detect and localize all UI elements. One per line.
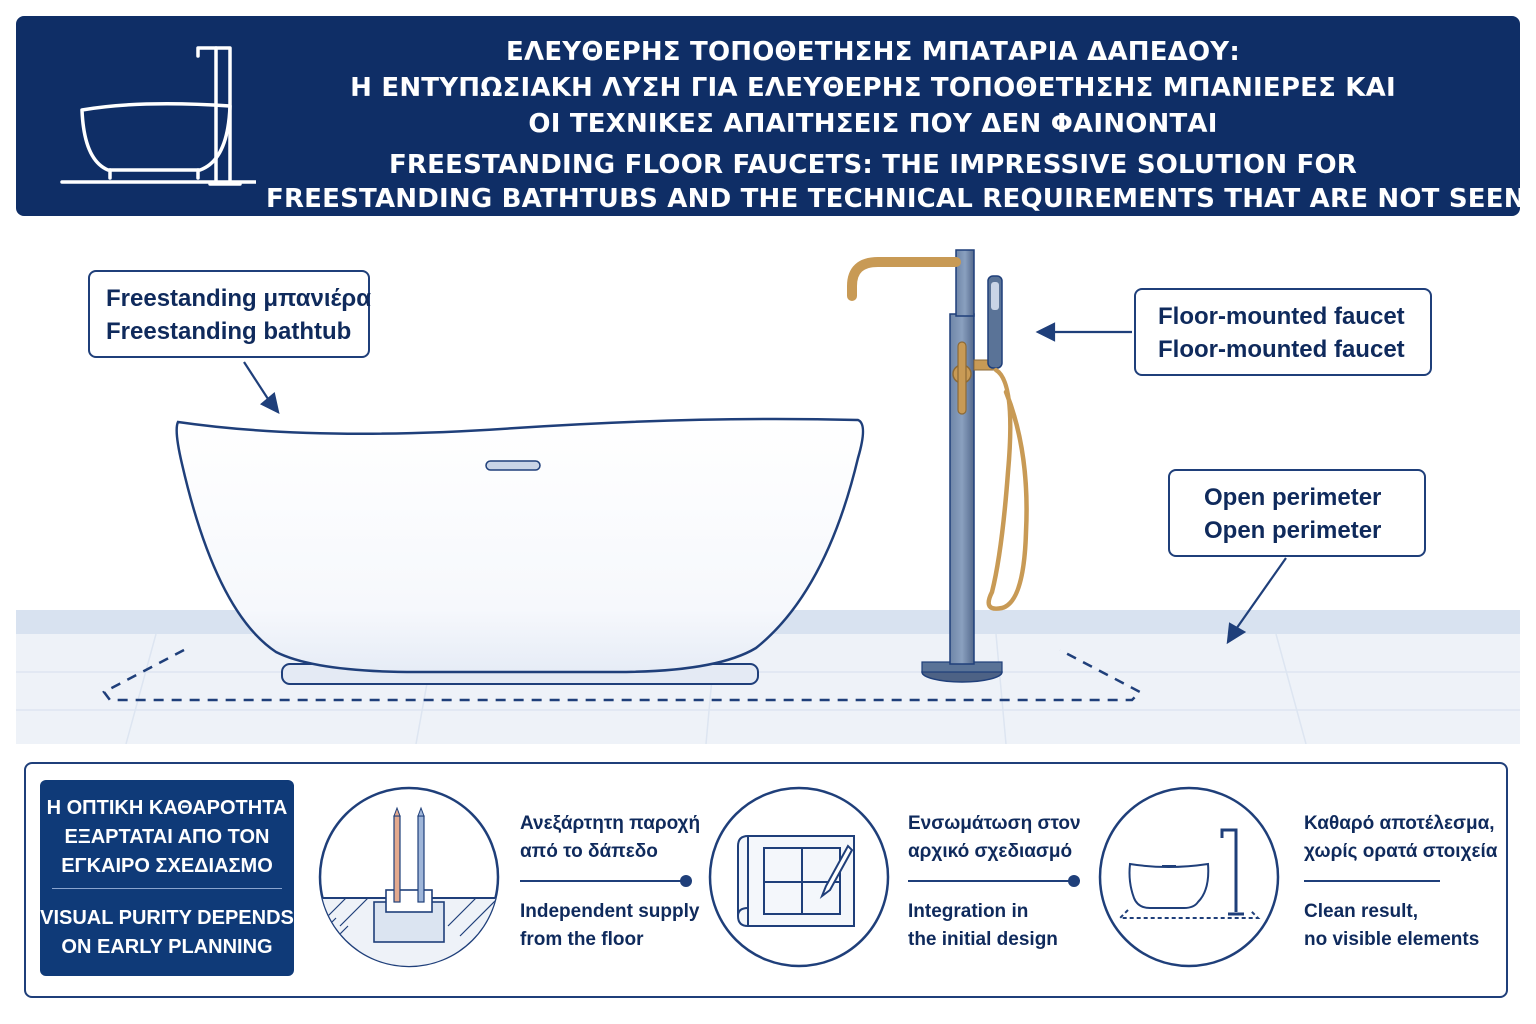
callout-text: Open perimeter — [1204, 517, 1382, 544]
step-line: Καθαρό αποτέλεσμα, — [1304, 813, 1495, 834]
step-line: Independent supply — [520, 901, 700, 922]
step-connector-dot — [1068, 875, 1080, 887]
open-perimeter-outline — [102, 648, 1143, 702]
step-line: Integration in — [908, 901, 1029, 922]
step-integration-greek: Ενσωμάτωση στον αρχικό σχεδιασμό — [908, 810, 1081, 866]
callout-text: Freestanding μπανιέρα — [106, 285, 371, 312]
blueprint-plan-icon — [708, 786, 890, 968]
scene-drawing — [16, 249, 1520, 744]
callout-arrows — [243, 322, 1287, 645]
header-banner: ΕΛΕΥΘΕΡΗΣ ΤΟΠΟΘΕΤΗΣΗΣ ΜΠΑΤΑΡΙΑ ΔΑΠΕΔΟΥ: … — [16, 16, 1526, 216]
planning-line: VISUAL PURITY DEPENDS — [40, 907, 294, 929]
scene-illustration — [16, 232, 1520, 744]
header-title: ΕΛΕΥΘΕΡΗΣ ΤΟΠΟΘΕΤΗΣΗΣ ΜΠΑΤΑΡΙΑ ΔΑΠΕΔΟΥ: … — [266, 34, 1526, 216]
callout-text: Freestanding bathtub — [106, 318, 352, 345]
step-supply-english: Independent supply from the floor — [520, 898, 699, 954]
step-connector-dot — [680, 875, 692, 887]
step-line: από το δάπεδο — [520, 841, 658, 862]
faucet-spout — [847, 257, 961, 301]
title-greek-line: ΕΛΕΥΘΕΡΗΣ ΤΟΠΟΘΕΤΗΣΗΣ ΜΠΑΤΑΡΙΑ ΔΑΠΕΔΟΥ: — [506, 37, 1240, 67]
planning-divider — [52, 888, 282, 889]
floor-supply-pipes-icon — [318, 786, 500, 968]
step-divider — [520, 880, 684, 882]
bathtub — [175, 417, 865, 674]
callout-text: Floor-mounted faucet — [1158, 303, 1405, 330]
title-english-line: FREESTANDING BATHTUBS AND THE TECHNICAL … — [266, 184, 1526, 214]
step-line: Clean result, — [1304, 901, 1419, 922]
planning-greek: Η ΟΠΤΙΚΗ ΚΑΘΑΡΟΤΗΤΑ ΕΞΑΡΤΑΤΑΙ ΑΠΟ ΤΟΝ ΕΓ… — [40, 794, 294, 881]
step-result-english: Clean result, no visible elements — [1304, 898, 1479, 954]
callout-text: Floor-mounted faucet — [1158, 336, 1405, 363]
shower-hose — [986, 367, 1029, 611]
step-divider — [908, 880, 1072, 882]
callout-bathtub: Freestanding μπανιέρα Freestanding batht… — [88, 270, 371, 358]
step-line: the initial design — [908, 929, 1058, 950]
step-line: Ανεξάρτητη παροχή — [520, 813, 701, 834]
title-greek-line: ΟΙ ΤΕΧΝΙΚΕΣ ΑΠΑΙΤΗΣΕΙΣ ΠΟΥ ΔΕΝ ΦΑΙΝΟΝΤΑΙ — [528, 109, 1218, 139]
bathtub-overflow — [485, 460, 541, 471]
step-line: from the floor — [520, 929, 644, 950]
callout-perimeter: Open perimeter Open perimeter — [1168, 469, 1426, 557]
step-line: Ενσωμάτωση στον — [908, 813, 1081, 834]
planning-line: Η ΟΠΤΙΚΗ ΚΑΘΑΡΟΤΗΤΑ — [46, 797, 288, 819]
step-divider — [1304, 880, 1440, 882]
step-integration-english: Integration in the initial design — [908, 898, 1058, 954]
step-supply-greek: Ανεξάρτητη παροχή από το δάπεδο — [520, 810, 700, 866]
title-english-line: FREESTANDING FLOOR FAUCETS: THE IMPRESSI… — [388, 150, 1358, 180]
clean-bathtub-result-icon — [1098, 786, 1280, 968]
callout-faucet: Floor-mounted faucet Floor-mounted fauce… — [1134, 288, 1432, 376]
planning-summary-box: Η ΟΠΤΙΚΗ ΚΑΘΑΡΟΤΗΤΑ ΕΞΑΡΤΑΤΑΙ ΑΠΟ ΤΟΝ ΕΓ… — [40, 780, 294, 976]
step-line: no visible elements — [1304, 929, 1480, 950]
title-greek: ΕΛΕΥΘΕΡΗΣ ΤΟΠΟΘΕΤΗΣΗΣ ΜΠΑΤΑΡΙΑ ΔΑΠΕΔΟΥ: … — [266, 34, 1480, 142]
callout-text: Open perimeter — [1204, 484, 1382, 511]
planning-line: ΕΓΚΑΙΡΟ ΣΧΕΔΙΑΣΜΟ — [61, 855, 273, 877]
step-line: αρχικό σχεδιασμό — [908, 841, 1073, 862]
title-english: FREESTANDING FLOOR FAUCETS: THE IMPRESSI… — [266, 148, 1526, 216]
floor — [16, 634, 1520, 744]
planning-line: ON EARLY PLANNING — [61, 936, 273, 958]
step-result-greek: Καθαρό αποτέλεσμα, χωρίς ορατά στοιχεία — [1304, 810, 1497, 866]
planning-english: VISUAL PURITY DEPENDS ON EARLY PLANNING — [40, 904, 294, 962]
planning-line: ΕΞΑΡΤΑΤΑΙ ΑΠΟ ΤΟΝ — [64, 826, 270, 848]
bathtub-faucet-icon — [60, 46, 256, 186]
title-greek-line: Η ΕΝΤΥΠΩΣΙΑΚΗ ΛΥΣΗ ΓΙΑ ΕΛΕΥΘΕΡΗΣ ΤΟΠΟΘΕΤ… — [350, 73, 1396, 103]
step-line: χωρίς ορατά στοιχεία — [1304, 841, 1498, 862]
